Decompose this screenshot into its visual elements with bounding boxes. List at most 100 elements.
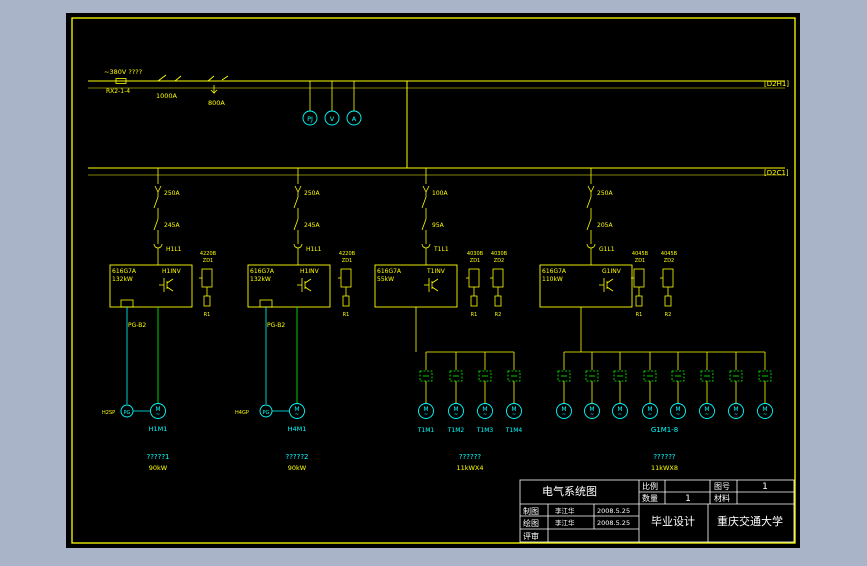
main-breaker-2-trip [210,85,218,94]
voltmeter-label: V [330,115,335,123]
switch-rating: 95A [432,222,445,229]
resistor-label: R1 [636,312,643,318]
material-label: 材料 [714,493,730,503]
bottom-bus-label: [D2C1] [764,169,789,177]
switch-rating: 205A [597,222,613,229]
motor-icon [612,403,628,419]
motor-icon [418,403,434,419]
motor-letter: M [453,406,458,413]
igbt-collector-icon [606,278,614,284]
ammeter-label: A [352,115,357,123]
braking-unit-model: 4030B [491,251,508,257]
drawn-name: 李江华 [555,506,575,515]
drive-tag: H1INV [300,268,320,275]
drive-model: 616G7A [542,268,567,275]
braking-unit-model: 4045B [661,251,678,257]
motor-letter: M [482,406,487,413]
drawing-background [66,13,800,548]
motor-power: 11kWX4 [456,464,483,472]
motor-icon [477,403,493,419]
braking-unit-tag: ZD1 [470,258,480,264]
motor-letter: M [762,406,767,413]
motor-icon [506,403,522,419]
motor-ac-symbol: ~ [483,412,487,418]
motor-icon [289,403,305,419]
motor-icon [728,403,744,419]
breaker1-label: 1000A [156,92,178,100]
braking-resistor [203,295,211,307]
motor-group-label: G1M1-8 [651,426,678,434]
motor-ac-symbol: ~ [156,412,160,418]
braking-resistor [342,295,350,307]
breaker-trip-icon [587,185,595,193]
braking-unit-tag: ZD2 [664,258,674,264]
braking-resistor [635,295,643,307]
igbt-emitter-icon [606,286,614,292]
sensor-label: G1L1 [599,246,615,253]
main-fuse [115,78,127,84]
motor-note: ?????? [653,453,676,461]
breaker-trip-icon [294,185,302,193]
switch-rating: 245A [304,222,320,229]
drive-tag: T1INV [426,268,446,275]
switch-rating: 245A [164,222,180,229]
feeder-1: 250A245AH1L1616G7A132kWH1INV4220BZD1R1PG… [102,168,217,472]
breaker-rating: 250A [597,190,613,197]
motor-letter: M [511,406,516,413]
drive-power: 132kW [112,276,133,283]
project-label: 毕业设计 [651,515,695,528]
motor-ac-symbol: ~ [562,412,566,418]
motor-ac-symbol: ~ [705,412,709,418]
encoder-model: H2SP [102,410,115,416]
school-label: 重庆交通大学 [717,514,783,528]
feeder-4: 250A205AG1L1616G7A110kWG1INV4045BZD1R140… [539,168,773,472]
inverter-box [539,264,633,308]
drive-tag: G1INV [602,268,622,275]
drive-tag: H1INV [162,268,182,275]
braking-unit-model: 4220B [200,251,217,257]
title-block [519,479,795,543]
energy-meter [302,110,318,126]
motor-power: 90kW [149,464,168,472]
motor-ac-symbol: ~ [648,412,652,418]
motor-ac-symbol: ~ [590,412,594,418]
sensor-label: H1L1 [306,246,322,253]
resistor-label: R1 [204,312,211,318]
scale-label: 比例 [642,481,658,491]
checked-date: 2008.5.25 [597,519,630,527]
encoder-cable-label: PG-B2 [267,322,285,329]
review-label: 评审 [523,531,539,541]
motor-tag: H4M1 [288,425,307,433]
qty-value: 1 [685,494,691,504]
feeder-2: 250A245AH1L1616G7A132kWH1INV4220BZD1R1PG… [235,168,356,472]
switch-contact [153,218,159,231]
igbt-collector-icon [304,278,312,284]
drive-model: 616G7A [112,268,137,275]
drive-power: 110kW [542,276,563,283]
braking-resistor [494,295,502,307]
feeder-3: 100A95AT1L1616G7A55kWT1INV4030BZD1R14030… [374,168,523,472]
motor-ac-symbol: ~ [618,412,622,418]
motor-ac-symbol: ~ [424,412,428,418]
motor-icon [757,403,773,419]
switch-contact [421,218,427,231]
ammeter [346,110,362,126]
motor-letter: M [589,406,594,413]
drawn-label: 制图 [523,506,539,516]
braking-unit-tag: ZD2 [494,258,504,264]
breaker-contact [421,196,427,209]
breaker2-label: 800A [208,99,225,107]
igbt-collector-icon [166,278,174,284]
motor-ac-symbol: ~ [763,412,767,418]
breaker-trip-icon [154,185,162,193]
supply-voltage-label: ~380V ???? [104,68,142,76]
braking-resistor [470,295,478,307]
motor-icon [150,403,166,419]
igbt-emitter-icon [166,286,174,292]
motor-tag: H1M1 [149,425,168,433]
drawing-border [71,17,796,544]
motor-tag: T1M4 [505,427,523,434]
motor-icon [448,403,464,419]
encoder-cable-label: PG-B2 [128,322,146,329]
